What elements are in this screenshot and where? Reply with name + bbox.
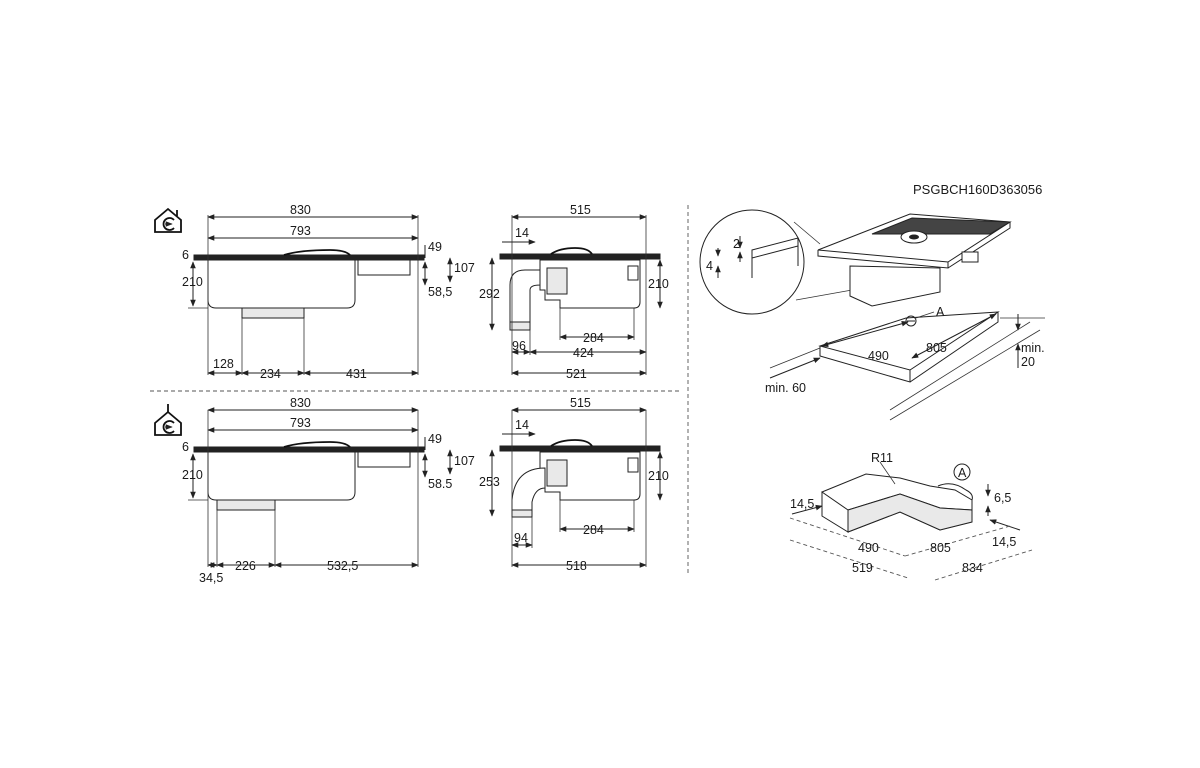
dim-depth-515: 515 (570, 203, 591, 217)
cutout-dim-519: 519 (852, 561, 873, 575)
dim-14: 14 (515, 418, 529, 432)
dim-width-793: 793 (290, 224, 311, 238)
dim-107: 107 (454, 454, 475, 468)
dim-min-20-label: min. (1021, 341, 1045, 355)
dim-34-5: 34,5 (199, 571, 223, 585)
dim-min-20-value: 20 (1021, 355, 1035, 369)
dim-58-5: 58,5 (428, 285, 452, 299)
dim-height-6: 6 (182, 248, 189, 262)
dim-height-210: 210 (648, 277, 669, 291)
cutout-dim-834: 834 (962, 561, 983, 575)
cutout-dim-490: 490 (868, 349, 889, 363)
dim-58-5: 58.5 (428, 477, 452, 491)
cutout-corner-detail: R11 A 14,5 6,5 14,5 490 805 519 834 (789, 451, 1033, 581)
top-side-view: 515 14 292 210 284 96 424 521 (479, 203, 669, 381)
cutout-dim-805: 805 (930, 541, 951, 555)
dim-284: 284 (583, 523, 604, 537)
dim-height-210: 210 (182, 468, 203, 482)
cutout-dim-6-5: 6,5 (994, 491, 1011, 505)
cutout-dim-490: 490 (858, 541, 879, 555)
dim-height-6: 6 (182, 440, 189, 454)
dim-height-210: 210 (648, 469, 669, 483)
detail-dim-4: 4 (706, 259, 713, 273)
detail-dim-2: 2 (733, 237, 740, 251)
dim-431: 431 (346, 367, 367, 381)
bottom-side-view: 515 14 253 210 284 94 518 (479, 396, 669, 573)
dim-518: 518 (566, 559, 587, 573)
installation-perspective-view: 2 4 490 805 A min. 60 min. (699, 209, 1045, 421)
cutout-dim-805: 805 (926, 341, 947, 355)
dim-width-830: 830 (290, 396, 311, 410)
dim-width-830: 830 (290, 203, 311, 217)
dim-521: 521 (566, 367, 587, 381)
dim-96: 96 (512, 339, 526, 353)
dim-49: 49 (428, 432, 442, 446)
dim-107: 107 (454, 261, 475, 275)
dim-49: 49 (428, 240, 442, 254)
dim-284: 284 (583, 331, 604, 345)
recirculation-mode-house-icon (154, 404, 182, 436)
dim-128: 128 (213, 357, 234, 371)
dim-width-793: 793 (290, 416, 311, 430)
product-code: PSGBCH160D363056 (913, 182, 1042, 197)
dim-532-5: 532,5 (327, 559, 358, 573)
detail-magnifier (699, 209, 805, 315)
cutout-marker-a: A (958, 466, 967, 480)
bottom-front-view: 830 793 6 210 49 107 58.5 34,5 226 532,5 (154, 396, 475, 585)
dim-234: 234 (260, 367, 281, 381)
cutout-dim-14-5-left: 14,5 (790, 497, 814, 511)
dim-height-210: 210 (182, 275, 203, 289)
dim-14: 14 (515, 226, 529, 240)
dim-height-292: 292 (479, 287, 500, 301)
extraction-mode-house-icon (154, 207, 182, 233)
dim-226: 226 (235, 559, 256, 573)
dim-height-253: 253 (479, 475, 500, 489)
dim-424: 424 (573, 346, 594, 360)
dim-min-60: min. 60 (765, 381, 806, 395)
dim-94: 94 (514, 531, 528, 545)
marker-a: A (936, 305, 945, 319)
dim-depth-515: 515 (570, 396, 591, 410)
radius-r11: R11 (871, 451, 893, 465)
top-front-view: 830 793 6 210 49 107 58,5 128 234 431 (154, 203, 475, 381)
cutout-dim-14-5-right: 14,5 (992, 535, 1016, 549)
